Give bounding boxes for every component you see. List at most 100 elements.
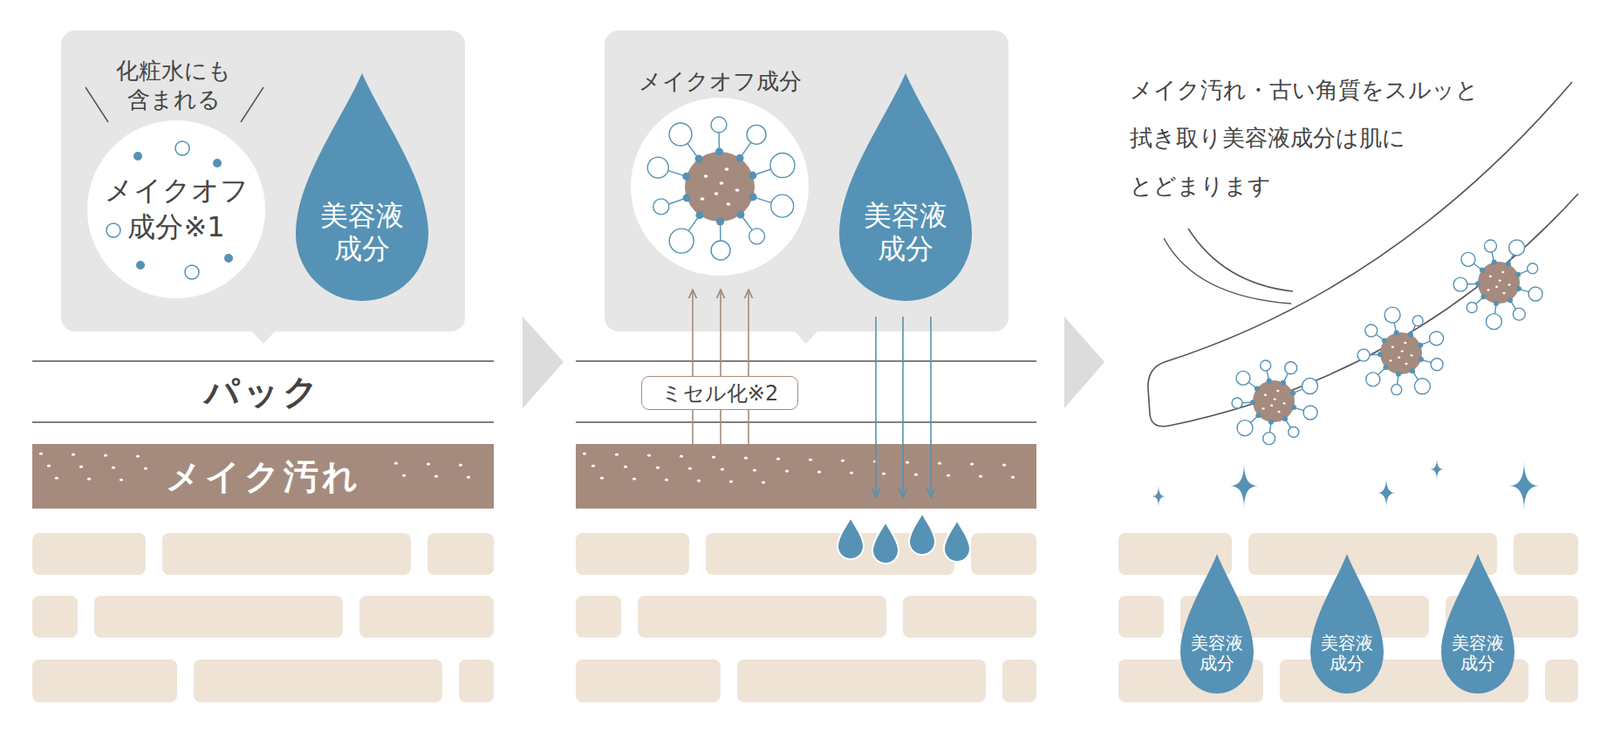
speck — [1489, 275, 1492, 278]
speck — [704, 174, 709, 178]
speck — [136, 454, 140, 458]
skin-cell — [359, 595, 494, 638]
skin-cell — [1002, 659, 1037, 703]
serum-drop — [872, 521, 899, 564]
motion-line — [1188, 228, 1293, 292]
speck — [1270, 404, 1273, 407]
surfactant-anchor — [1418, 356, 1424, 363]
node-label: 美容液 成分 — [1310, 633, 1384, 676]
accent-line — [85, 87, 109, 123]
speck — [700, 197, 705, 201]
layer-line — [32, 421, 494, 424]
skin-cell — [162, 533, 411, 575]
skin-cell — [902, 595, 1037, 638]
surfactant-anchor — [1395, 371, 1402, 377]
speck — [785, 469, 789, 472]
speck — [1486, 288, 1490, 291]
skin-layer — [32, 533, 1579, 703]
surfactant-head — [1263, 432, 1276, 445]
skin-cell — [637, 595, 887, 638]
surfactant-anchor — [1266, 378, 1272, 384]
surfactant-head — [1366, 372, 1381, 387]
surfactant-anchor — [1381, 337, 1388, 343]
speck — [600, 476, 604, 479]
surfactant-head — [1512, 307, 1525, 321]
speck — [1282, 402, 1286, 404]
surfactant-head — [1303, 405, 1318, 420]
surfactant-anchor — [1417, 342, 1423, 349]
callout-panel — [604, 30, 1009, 332]
speck — [402, 473, 406, 477]
speck — [394, 461, 398, 465]
speck — [87, 477, 91, 480]
skin-cell — [575, 659, 721, 703]
speck — [664, 478, 669, 481]
speck — [54, 476, 59, 479]
surfactant-anchor — [695, 154, 704, 163]
surfactant-anchor — [682, 172, 691, 181]
surfactant-anchor — [1480, 294, 1486, 300]
dirt-core — [1252, 380, 1295, 423]
speck — [817, 470, 821, 473]
speck — [1277, 410, 1280, 413]
skin-cell — [575, 533, 690, 575]
surfactant-head — [1466, 302, 1477, 314]
speck — [143, 466, 148, 470]
speck — [466, 475, 471, 479]
surfactant-anchor — [1377, 351, 1383, 357]
speck — [946, 473, 951, 477]
skin-cell — [737, 659, 986, 703]
surfactant-head — [1509, 239, 1525, 256]
speck — [841, 458, 845, 462]
speck — [103, 453, 108, 457]
skin-cell — [193, 659, 443, 703]
node-label: メイクオフ 成分※1 — [102, 172, 251, 246]
surfactant-head — [1414, 378, 1430, 395]
speck — [1261, 407, 1265, 410]
sparkle-star — [1509, 461, 1539, 511]
surfactant-head — [1430, 358, 1443, 371]
surfactant-head — [746, 124, 766, 144]
surfactant-anchor — [1394, 330, 1400, 336]
surfactant-anchor — [748, 171, 757, 180]
surfactant-anchor — [1268, 419, 1274, 425]
node-label: 美容液 成分 — [839, 199, 972, 267]
surfactant-anchor — [715, 148, 724, 157]
surfactant-head — [647, 157, 669, 178]
speck — [1273, 397, 1277, 400]
surfactant-head — [770, 152, 795, 178]
surfactant-anchor — [1280, 380, 1286, 386]
speck — [1002, 463, 1006, 466]
layer-band: パック — [32, 361, 494, 423]
node-label: パック — [204, 372, 322, 411]
skin-cell — [1248, 533, 1498, 575]
surfactant-head — [1412, 315, 1423, 327]
node-label: 美容液 成分 — [1441, 633, 1515, 676]
skin-cell — [1118, 595, 1164, 638]
speck — [426, 462, 431, 465]
speck — [714, 191, 719, 196]
surfactant-head — [1384, 307, 1401, 323]
surfactant-head — [1527, 263, 1539, 274]
drop-shape — [839, 73, 972, 301]
surfactant-head — [1429, 331, 1444, 346]
speck — [729, 479, 733, 483]
layer-line — [575, 421, 1037, 424]
surfactant-head — [771, 194, 794, 218]
surfactant-head — [1237, 420, 1253, 437]
speck — [615, 452, 619, 456]
surfactant-anchor — [1479, 266, 1485, 273]
speck — [1507, 283, 1511, 286]
surfactant-head — [711, 240, 731, 260]
sparkle-star — [1430, 458, 1443, 480]
ingredient-circle — [87, 120, 266, 299]
penetration-arrows — [875, 316, 931, 498]
surfactant-head — [1301, 378, 1318, 395]
sparkle-star — [1230, 463, 1258, 509]
speck — [719, 181, 725, 185]
speck — [711, 455, 716, 459]
serum-drop — [837, 517, 864, 560]
callout-box: 化粧水にも 含まれるメイクオフ 成分※1美容液 成分 — [61, 30, 465, 332]
serum-drops — [837, 512, 971, 564]
speck — [591, 464, 595, 467]
